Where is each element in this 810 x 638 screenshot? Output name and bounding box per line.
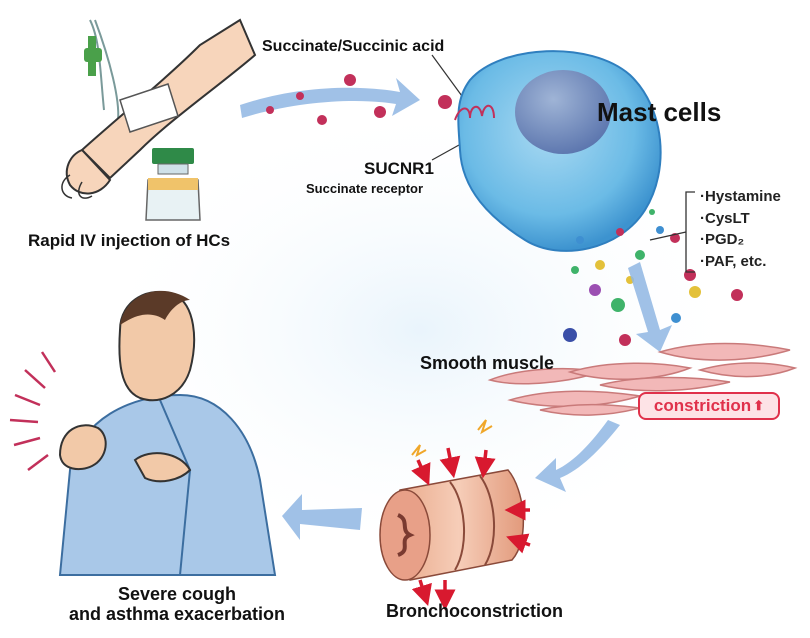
mediator-item: ·PGD₂ [700, 231, 745, 248]
coughing-patient [9, 290, 277, 576]
mediator-item: ·Hystamine [700, 188, 781, 205]
cough-label: Severe cough and asthma exacerbation [67, 584, 287, 625]
mediator-granules [563, 209, 743, 346]
smooth-muscle-label: Smooth muscle [420, 353, 555, 373]
sucnr1-label: SUCNR1 [364, 159, 434, 178]
iv-injection-label: Rapid IV injection of HCs [28, 231, 231, 250]
left-arrow [282, 494, 362, 540]
constriction-badge: constriction ⬆ [638, 392, 780, 420]
top-arrow [240, 78, 420, 118]
succinate-molecules [266, 74, 452, 125]
succinate-label: Succinate/Succinic acid [262, 38, 445, 55]
mast-cell [454, 50, 662, 252]
bronchus [379, 419, 531, 611]
constriction-label: constriction [653, 396, 752, 415]
mast-cells-label: Mast cells [597, 97, 722, 127]
cough-label-line1: Severe cough [117, 584, 237, 604]
mediator-list: ·Hystamine ·CysLT ·PGD₂ ·PAF, etc. [700, 186, 781, 272]
down-arrow [628, 262, 672, 352]
sucnr1-sublabel: Succinate receptor [306, 181, 424, 196]
up-arrow-icon: ⬆ [753, 398, 765, 413]
cough-label-line2: and asthma exacerbation [68, 603, 286, 624]
iv-arm-illustration [61, 18, 257, 221]
mediator-item: ·PAF, etc. [700, 252, 767, 270]
bronchoconstriction-label: Bronchoconstriction [386, 601, 564, 621]
down-left-arrow [535, 420, 620, 492]
mediator-item: ·CysLT [700, 209, 750, 227]
smooth-muscle [487, 342, 798, 416]
